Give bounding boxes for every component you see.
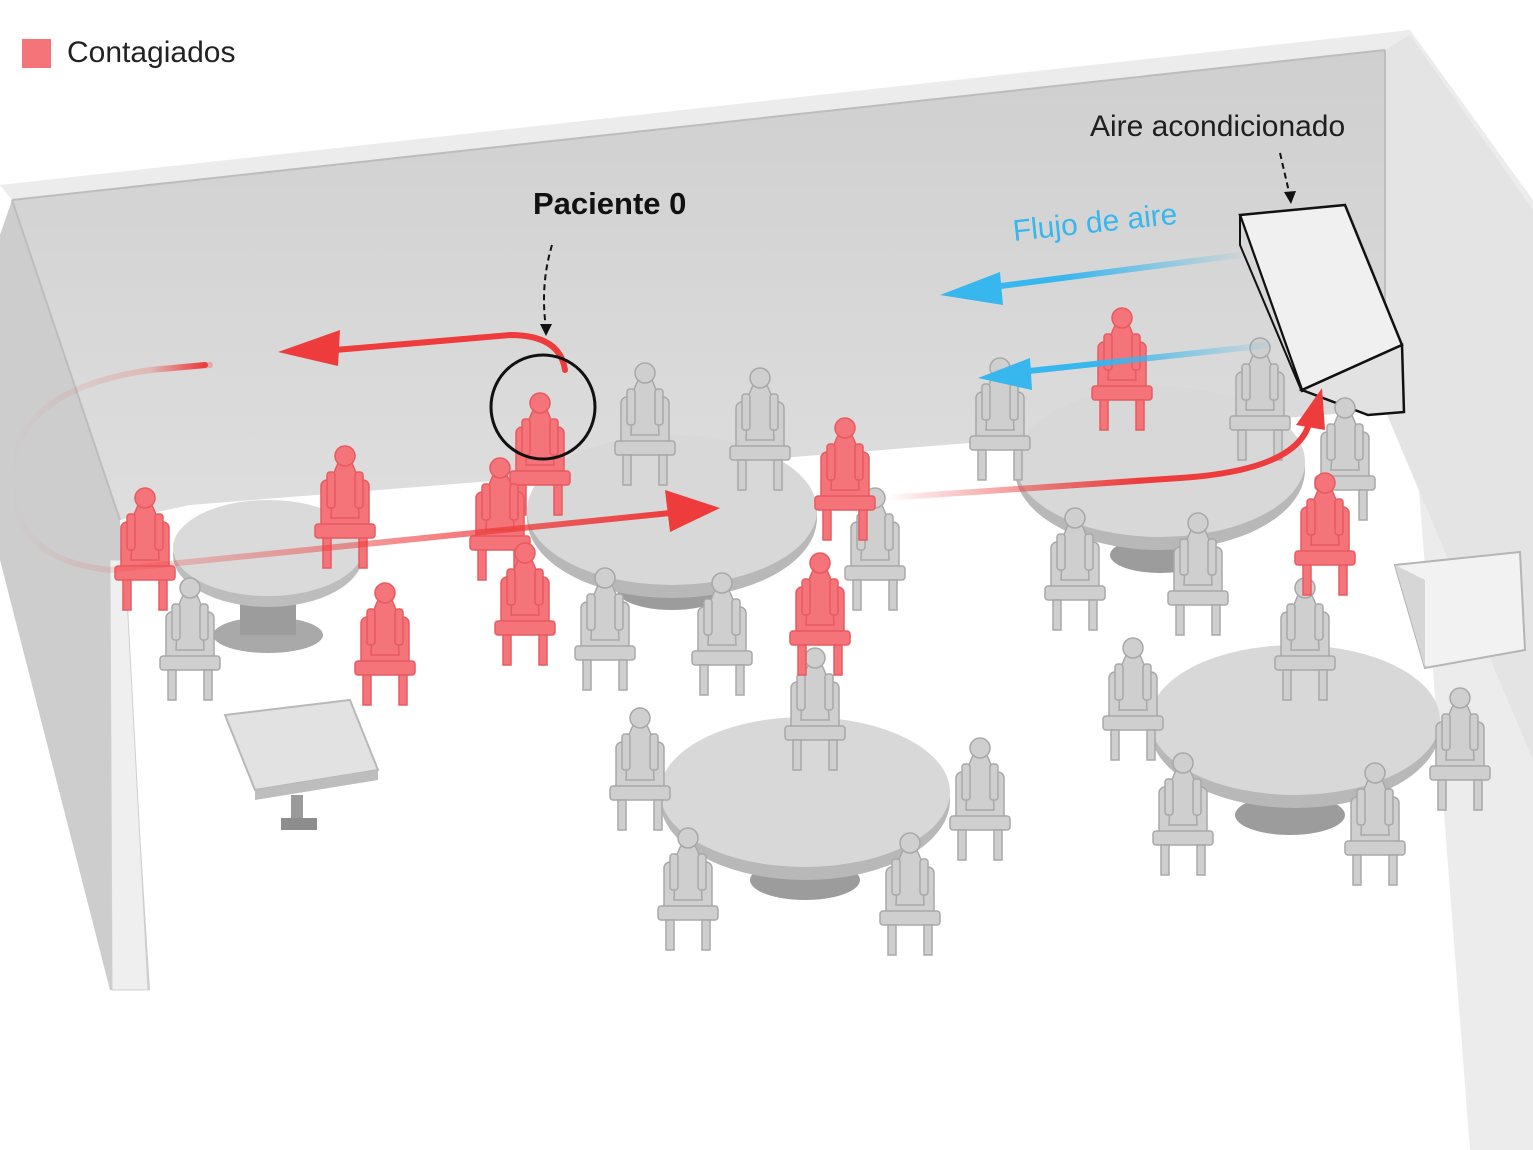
infection-path xyxy=(8,330,1325,574)
air-conditioner-pointer xyxy=(1279,152,1296,204)
air-conditioner-unit xyxy=(1238,203,1406,417)
room-walls xyxy=(0,30,1533,1150)
legend-label: Contagiados xyxy=(67,36,236,69)
patient-zero-marker xyxy=(489,244,597,461)
airflow-arrows xyxy=(940,252,1273,390)
side-cabinet xyxy=(1393,550,1527,670)
table-front-center xyxy=(660,717,950,900)
legend: Contagiados xyxy=(22,36,235,70)
air-conditioner-label: Aire acondicionado xyxy=(1090,110,1346,143)
square-table xyxy=(223,698,380,830)
patient-zero-label: Paciente 0 xyxy=(533,186,687,221)
legend-swatch xyxy=(22,38,51,68)
